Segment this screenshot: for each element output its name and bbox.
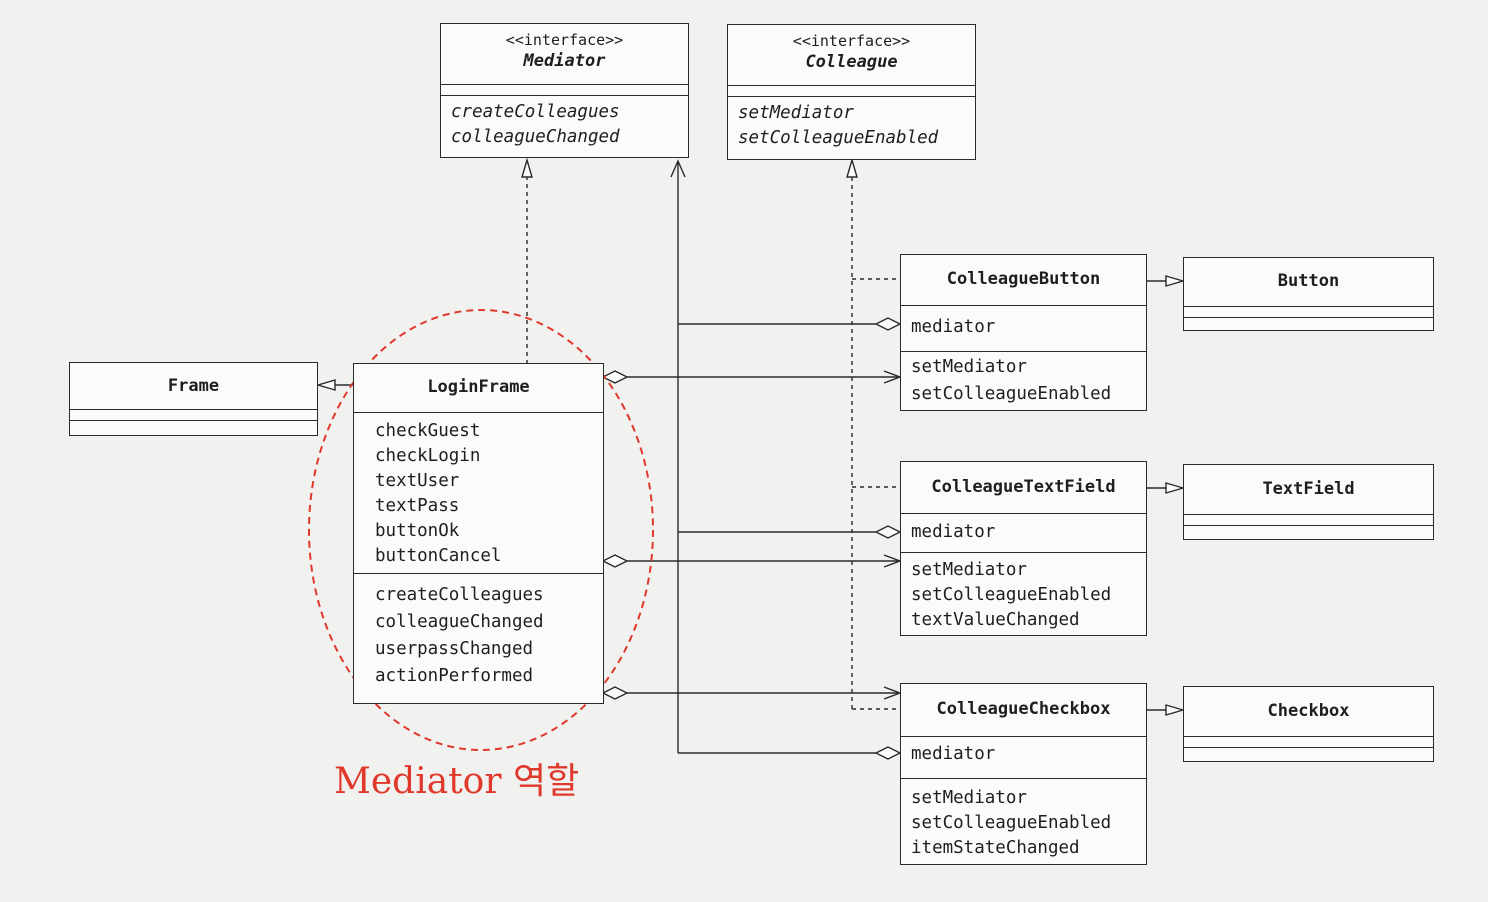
class-colleague: <<interface>> Colleague setMediator setC… <box>727 24 976 160</box>
attribute: mediator <box>911 744 996 764</box>
class-colleaguecheckbox: ColleagueCheckbox mediator setMediator s… <box>900 683 1147 865</box>
class-header: ColleagueCheckbox <box>901 684 1146 737</box>
class-name: ColleagueCheckbox <box>936 699 1111 719</box>
class-header: ColleagueTextField <box>901 462 1146 514</box>
method: userpassChanged <box>375 639 534 659</box>
hollow-diamond <box>601 370 629 384</box>
attributes-compartment: mediator <box>901 306 1146 352</box>
class-header: <<interface>> Colleague <box>728 25 975 86</box>
method: setColleagueEnabled <box>911 813 1112 833</box>
methods-compartment <box>1184 318 1433 329</box>
hollow-triangle-arrowhead <box>1165 275 1186 287</box>
hollow-diamond <box>874 525 902 539</box>
attributes-compartment <box>728 86 975 97</box>
methods-compartment: setMediator setColleagueEnabled <box>728 97 975 155</box>
class-header: Button <box>1184 258 1433 307</box>
class-colleaguebutton: ColleagueButton mediator setMediator set… <box>900 254 1147 411</box>
hollow-triangle-arrowhead <box>1165 704 1186 716</box>
class-name: TextField <box>1262 479 1355 499</box>
hollow-diamond <box>874 746 902 760</box>
attribute: buttonCancel <box>375 546 502 566</box>
attributes-compartment <box>70 410 317 421</box>
attributes-compartment <box>1184 737 1433 748</box>
methods-compartment <box>1184 526 1433 537</box>
method: colleagueChanged <box>375 612 544 632</box>
method: actionPerformed <box>375 666 534 686</box>
class-name: Colleague <box>805 52 898 72</box>
method: setColleagueEnabled <box>911 585 1112 605</box>
method: setMediator <box>911 560 1027 580</box>
class-name: Frame <box>167 376 220 396</box>
hollow-triangle-arrowhead <box>315 379 336 391</box>
attribute: mediator <box>911 317 996 337</box>
attributes-compartment: mediator <box>901 737 1146 779</box>
class-checkbox: Checkbox <box>1183 686 1434 762</box>
hollow-triangle-arrowhead <box>1165 482 1186 494</box>
class-name: Checkbox <box>1267 701 1350 721</box>
method: setColleagueEnabled <box>738 128 939 148</box>
method: textValueChanged <box>911 610 1080 630</box>
method: setColleagueEnabled <box>911 384 1112 404</box>
method: itemStateChanged <box>911 838 1080 858</box>
method: createColleagues <box>451 102 620 122</box>
attributes-compartment <box>1184 307 1433 318</box>
hollow-diamond <box>874 317 902 331</box>
class-header: LoginFrame <box>354 364 603 413</box>
mediator-role-annotation: Mediator 역할 <box>334 761 580 802</box>
methods-compartment <box>1184 748 1433 759</box>
hollow-diamond <box>601 554 629 568</box>
method: setMediator <box>738 103 854 123</box>
method: setMediator <box>911 788 1027 808</box>
attributes-compartment: checkGuest checkLogin textUser textPass … <box>354 413 603 574</box>
attributes-compartment <box>1184 515 1433 526</box>
class-name: LoginFrame <box>427 377 530 397</box>
class-colleaguetextfield: ColleagueTextField mediator setMediator … <box>900 461 1147 636</box>
attributes-compartment: mediator <box>901 514 1146 553</box>
methods-compartment: createColleagues colleagueChanged <box>441 96 688 154</box>
class-frame: Frame <box>69 362 318 436</box>
stereotype-label: <<interface>> <box>505 31 624 49</box>
attributes-compartment <box>441 85 688 96</box>
open-arrowhead <box>670 159 686 178</box>
attribute: textUser <box>375 471 460 491</box>
class-name: Button <box>1277 271 1340 291</box>
class-button: Button <box>1183 257 1434 331</box>
hollow-diamond <box>601 686 629 700</box>
class-header: TextField <box>1184 465 1433 515</box>
class-header: ColleagueButton <box>901 255 1146 306</box>
hollow-triangle-arrowhead <box>846 157 858 178</box>
attribute: checkGuest <box>375 421 481 441</box>
method: createColleagues <box>375 585 544 605</box>
hollow-triangle-arrowhead <box>521 157 533 178</box>
method: setMediator <box>911 357 1027 377</box>
methods-compartment: setMediator setColleagueEnabled textValu… <box>901 553 1146 637</box>
class-header: <<interface>> Mediator <box>441 24 688 85</box>
class-loginframe: LoginFrame checkGuest checkLogin textUse… <box>353 363 604 704</box>
class-textfield: TextField <box>1183 464 1434 540</box>
stereotype-label: <<interface>> <box>792 32 911 50</box>
attribute: checkLogin <box>375 446 481 466</box>
methods-compartment: setMediator setColleagueEnabled <box>901 352 1146 412</box>
class-header: Checkbox <box>1184 687 1433 737</box>
attribute: mediator <box>911 522 996 542</box>
class-name: Mediator <box>523 51 606 71</box>
methods-compartment: createColleagues colleagueChanged userpa… <box>354 574 603 694</box>
class-name: ColleagueTextField <box>931 477 1116 497</box>
attribute: buttonOk <box>375 521 460 541</box>
method: colleagueChanged <box>451 127 620 147</box>
class-header: Frame <box>70 363 317 410</box>
class-name: ColleagueButton <box>946 269 1101 289</box>
methods-compartment <box>70 421 317 432</box>
mediator-role-ellipse <box>308 309 654 751</box>
attribute: textPass <box>375 496 460 516</box>
methods-compartment: setMediator setColleagueEnabled itemStat… <box>901 779 1146 865</box>
class-mediator: <<interface>> Mediator createColleagues … <box>440 23 689 158</box>
